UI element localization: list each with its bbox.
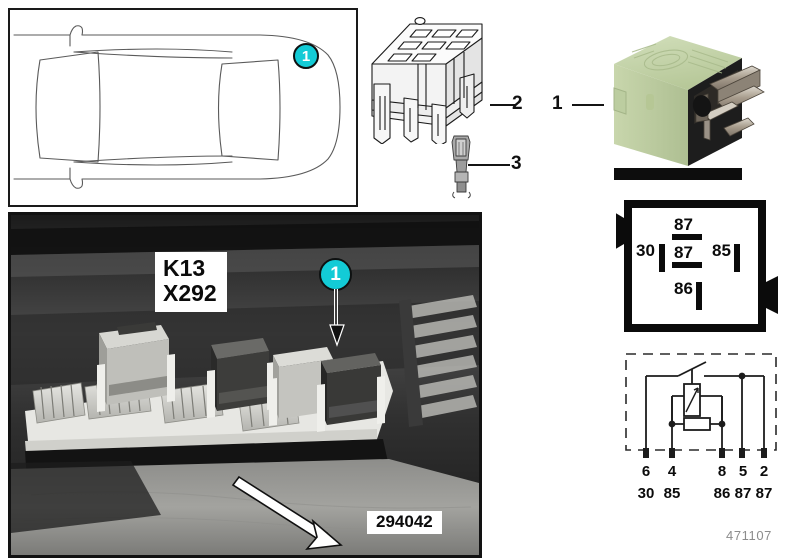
pin-blade-85 bbox=[734, 244, 740, 272]
installation-photo-content bbox=[11, 215, 479, 555]
pin-label-87-top: 87 bbox=[674, 215, 693, 234]
pin-blade-30 bbox=[659, 244, 665, 272]
relay-photograph bbox=[613, 36, 765, 180]
pin-label-87-middle: 87 bbox=[674, 243, 693, 262]
schematic-junction-left bbox=[668, 420, 676, 428]
callout-number-3: 3 bbox=[511, 153, 522, 174]
document-corner-id: 471107 bbox=[726, 528, 773, 543]
vehicle-top-view-drawing bbox=[13, 25, 341, 189]
relay-circuit-schematic: 6 4 8 5 2 30 85 86 87 87 bbox=[625, 353, 777, 502]
callout-number-2: 2 bbox=[512, 93, 523, 114]
pin-label-86: 86 bbox=[674, 279, 693, 298]
pin-label-85: 85 bbox=[712, 241, 731, 260]
schematic-pin-number-6: 6 bbox=[642, 463, 650, 480]
k13-pointer-arrow bbox=[231, 475, 343, 551]
k13-label-line2: X292 bbox=[163, 279, 217, 306]
schematic-terminal-85: 85 bbox=[664, 485, 681, 502]
relay-leader-line bbox=[572, 104, 604, 106]
relay-k13-in-photo bbox=[321, 353, 381, 425]
installation-photograph: K13 X292 1 294042 bbox=[8, 212, 482, 558]
callout-number-1: 1 bbox=[552, 93, 563, 114]
schematic-terminal-30: 30 bbox=[638, 485, 655, 502]
schematic-pin-number-4: 4 bbox=[668, 463, 677, 480]
terminal-pin-drawing bbox=[451, 135, 471, 199]
pin-blade-87-top bbox=[672, 234, 702, 240]
photo-badge-1[interactable]: 1 bbox=[319, 258, 352, 291]
relay-socket-drawing bbox=[371, 17, 483, 144]
schematic-pin-number-2: 2 bbox=[760, 463, 768, 480]
schematic-pin-number-5: 5 bbox=[739, 463, 747, 480]
photo-number-label: 294042 bbox=[367, 511, 442, 535]
pin-blade-86 bbox=[696, 282, 702, 310]
terminal-leader-line bbox=[468, 164, 510, 166]
schematic-terminal-87b: 87 bbox=[756, 485, 773, 502]
k13-x292-label: K13 X292 bbox=[155, 252, 227, 312]
schematic-dashed-enclosure bbox=[625, 353, 777, 451]
schematic-pin-number-8: 8 bbox=[718, 463, 726, 480]
vehicle-location-panel: 1 bbox=[8, 8, 358, 207]
schematic-junction-right bbox=[718, 420, 726, 428]
pin-label-30: 30 bbox=[636, 241, 655, 260]
schematic-terminal-86: 86 bbox=[714, 485, 731, 502]
relay-pin-layout-diagram: 87 30 87 85 86 bbox=[616, 200, 778, 332]
vehicle-location-badge-1[interactable]: 1 bbox=[293, 43, 319, 69]
k13-label-line1: K13 bbox=[163, 255, 206, 281]
schematic-junction-top bbox=[738, 372, 746, 380]
photo-badge-arrow bbox=[329, 289, 345, 347]
schematic-resistor bbox=[683, 417, 711, 431]
pin-blade-87-middle bbox=[672, 262, 702, 268]
socket-leader-line bbox=[490, 104, 516, 106]
schematic-terminal-87a: 87 bbox=[735, 485, 752, 502]
